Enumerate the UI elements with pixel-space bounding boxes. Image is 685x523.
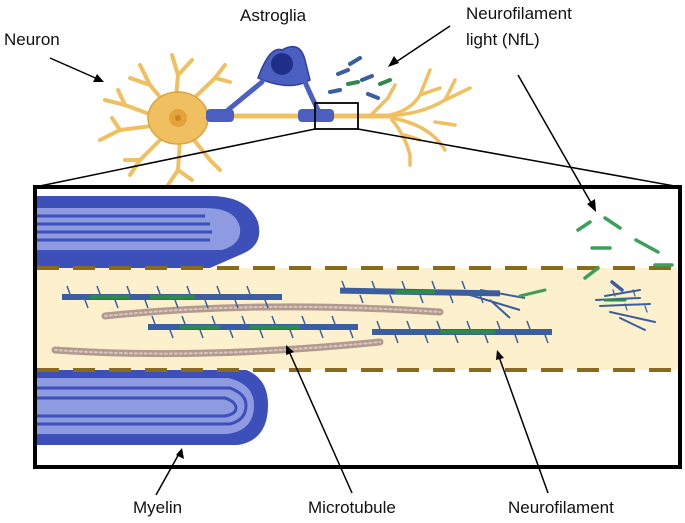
zoom-line-left <box>34 128 316 188</box>
label-astroglia: Astroglia <box>240 6 307 25</box>
label-neuron: Neuron <box>4 30 60 49</box>
label-microtubule: Microtubule <box>308 498 396 517</box>
zoom-panel <box>33 185 682 469</box>
neurofilament-strand <box>62 285 282 309</box>
label-nfl-line1: Neurofilament <box>466 4 572 23</box>
neurofilament-strand <box>372 320 552 344</box>
neuron-cell-icon <box>98 53 472 187</box>
nfl-fragments-icon <box>328 56 392 100</box>
myelin-sheath-bottom <box>37 368 268 445</box>
label-neurofilament: Neurofilament <box>508 498 614 517</box>
nfl-released-fragments <box>576 216 674 292</box>
neurofilament-strand <box>148 315 358 339</box>
pointer-arrows <box>49 25 596 496</box>
label-myelin: Myelin <box>133 498 183 517</box>
astroglia-cell-icon <box>225 45 321 113</box>
label-nfl-line2: light (NfL) <box>466 30 540 49</box>
zoom-line-right <box>357 128 681 188</box>
microtubules <box>51 303 444 358</box>
neurofilaments <box>62 280 656 344</box>
degrading-neurofilament <box>595 289 656 331</box>
neurofilament-strand <box>339 280 547 319</box>
zoom-box <box>314 102 359 130</box>
myelin-sheath-top <box>37 196 260 268</box>
